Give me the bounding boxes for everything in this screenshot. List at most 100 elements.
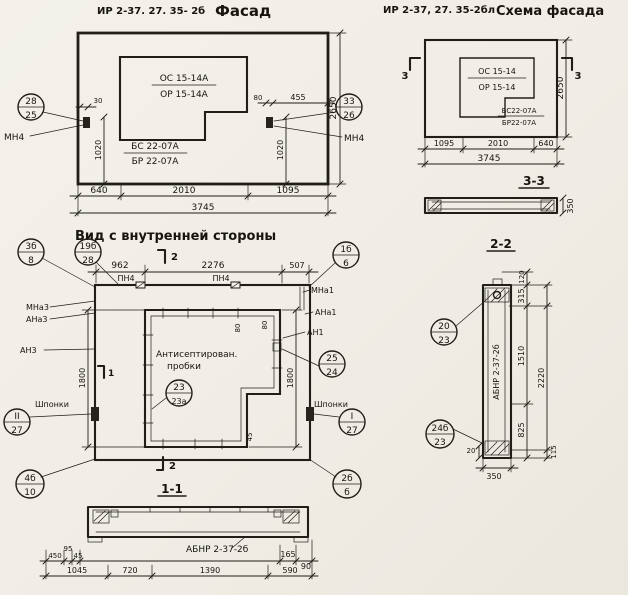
leader-line <box>455 299 487 327</box>
profile-outline <box>423 196 559 215</box>
section-2-2: 2-2 АБНР 2-37-2б 20 23 24б 23 120 315 15… <box>425 237 558 481</box>
dim-120: 120 <box>518 270 526 283</box>
dim-1800-right: 1800 <box>286 368 295 388</box>
scheme-title: Схема фасада <box>496 4 604 19</box>
label-an3: АН3 <box>20 346 37 355</box>
section-3-3-title: 3-3 <box>523 174 545 188</box>
dim-350: 350 <box>566 198 575 213</box>
anchor-label-mn4-left: МН4 <box>4 133 25 143</box>
callout-19b: 19б <box>79 242 96 252</box>
callout-33: 33 <box>343 97 354 107</box>
inner-view-drawing: Вид с внутренней стороны 3б 8 19б 28 1б … <box>3 229 366 499</box>
callout-6: 6 <box>343 259 349 269</box>
callout-25: 25 <box>25 111 36 121</box>
inner-opening-frame <box>150 315 275 442</box>
leader-line <box>231 536 246 549</box>
facade-block-label-bottom: БР 22-07А <box>132 157 180 167</box>
end-detail-right <box>273 509 282 518</box>
scheme-block-label-top: БС22-07А <box>502 107 537 115</box>
dim-455: 455 <box>290 93 305 102</box>
end-detail-left <box>110 509 119 518</box>
dim-ticks <box>74 192 332 200</box>
section-mark-3-left-label: 3 <box>402 71 409 82</box>
section-mark-3-left <box>408 56 422 72</box>
note-antiseptic-line1: Антисептирован. <box>156 350 237 360</box>
callout-24: 24 <box>326 368 338 378</box>
dim-2010: 2010 <box>173 186 196 196</box>
dim-ticks <box>42 572 316 580</box>
scheme-code: ИР 2-37, 27. 35-2бл <box>383 4 495 16</box>
scheme-block-label-bottom: БР22-07А <box>502 119 536 127</box>
dim-1800-left: 1800 <box>78 368 87 388</box>
dim-1045: 1045 <box>67 566 87 575</box>
dim-ticks <box>282 113 290 188</box>
dim-962: 962 <box>111 261 128 271</box>
dim-45: 45 <box>246 433 254 442</box>
dim-1020-right: 1020 <box>276 140 285 160</box>
hatch <box>93 510 110 524</box>
dim-ticks <box>336 29 344 188</box>
dim-2010: 2010 <box>488 139 508 148</box>
leader-line <box>95 261 119 285</box>
leader-line <box>29 124 84 137</box>
leader-line <box>49 300 96 308</box>
end-block-left <box>427 199 442 212</box>
callout-23a: 23а <box>171 397 186 406</box>
callout-II: II <box>14 412 19 422</box>
end-block-right <box>282 509 300 524</box>
bottom-block <box>484 440 510 456</box>
section-mark-1-left-label: 1 <box>108 369 114 379</box>
dim-ticks <box>100 113 108 188</box>
loop-cross-section <box>492 290 502 300</box>
hatch <box>485 287 510 303</box>
dim-ticks <box>475 442 483 462</box>
dim-45: 45 <box>74 552 83 560</box>
note-antiseptic-line2: пробки <box>167 362 201 372</box>
scheme-outer-panel <box>423 38 559 139</box>
dim-590: 590 <box>282 566 297 575</box>
section-1-1-title: 1-1 <box>161 482 183 496</box>
dim-3745: 3745 <box>192 203 215 213</box>
label-ana1: АНа1 <box>315 308 336 317</box>
label-pn4-a: ПН4 <box>117 274 134 283</box>
profile-inner-lines <box>431 201 551 210</box>
end-tab-right <box>293 536 309 543</box>
hatch <box>283 510 300 524</box>
dim-1095: 1095 <box>434 139 454 148</box>
dim-30: 30 <box>94 97 103 105</box>
label-shponki-left: Шпонки <box>35 400 69 409</box>
section-2-2-title: 2-2 <box>490 237 512 251</box>
anchor-plate-left <box>83 117 90 128</box>
label-an1: АН1 <box>307 328 324 337</box>
dim-165: 165 <box>280 550 295 559</box>
dim-ticks <box>543 281 551 462</box>
callout-8: 8 <box>28 256 34 266</box>
section-2-2-label: АБНР 2-37-2б <box>492 344 501 399</box>
dim-1095: 1095 <box>277 186 300 196</box>
key-left <box>91 407 99 421</box>
label-ana3: АНа3 <box>26 315 47 324</box>
inner-view-title: Вид с внутренней стороны <box>75 229 276 244</box>
facade-block-label-top: БС 22-07А <box>131 142 179 152</box>
facade-window-label-top: ОС 15-14А <box>160 74 209 84</box>
facade-window-label-bottom: ОР 15-14А <box>160 90 209 100</box>
hatch <box>541 199 555 212</box>
dim-20: 20 <box>467 447 476 455</box>
leader-line <box>40 458 96 478</box>
anchor-diagonal <box>230 281 241 289</box>
plug-tick-marks <box>142 307 283 450</box>
dim-2650: 2650 <box>329 96 339 119</box>
dim-825: 825 <box>517 422 526 437</box>
dim-ticks <box>84 306 92 451</box>
extension-lines <box>482 457 512 473</box>
callout-10: 10 <box>24 488 36 498</box>
callout-2b: 2б <box>341 474 353 484</box>
dim-ticks <box>292 306 300 451</box>
dim-1510: 1510 <box>517 346 526 366</box>
section-mark-1-left <box>96 364 106 380</box>
plug-tick-marks <box>149 506 269 513</box>
dim-350b: 350 <box>486 472 501 481</box>
facade-title: Фасад <box>215 2 271 20</box>
extension-lines <box>77 183 329 217</box>
